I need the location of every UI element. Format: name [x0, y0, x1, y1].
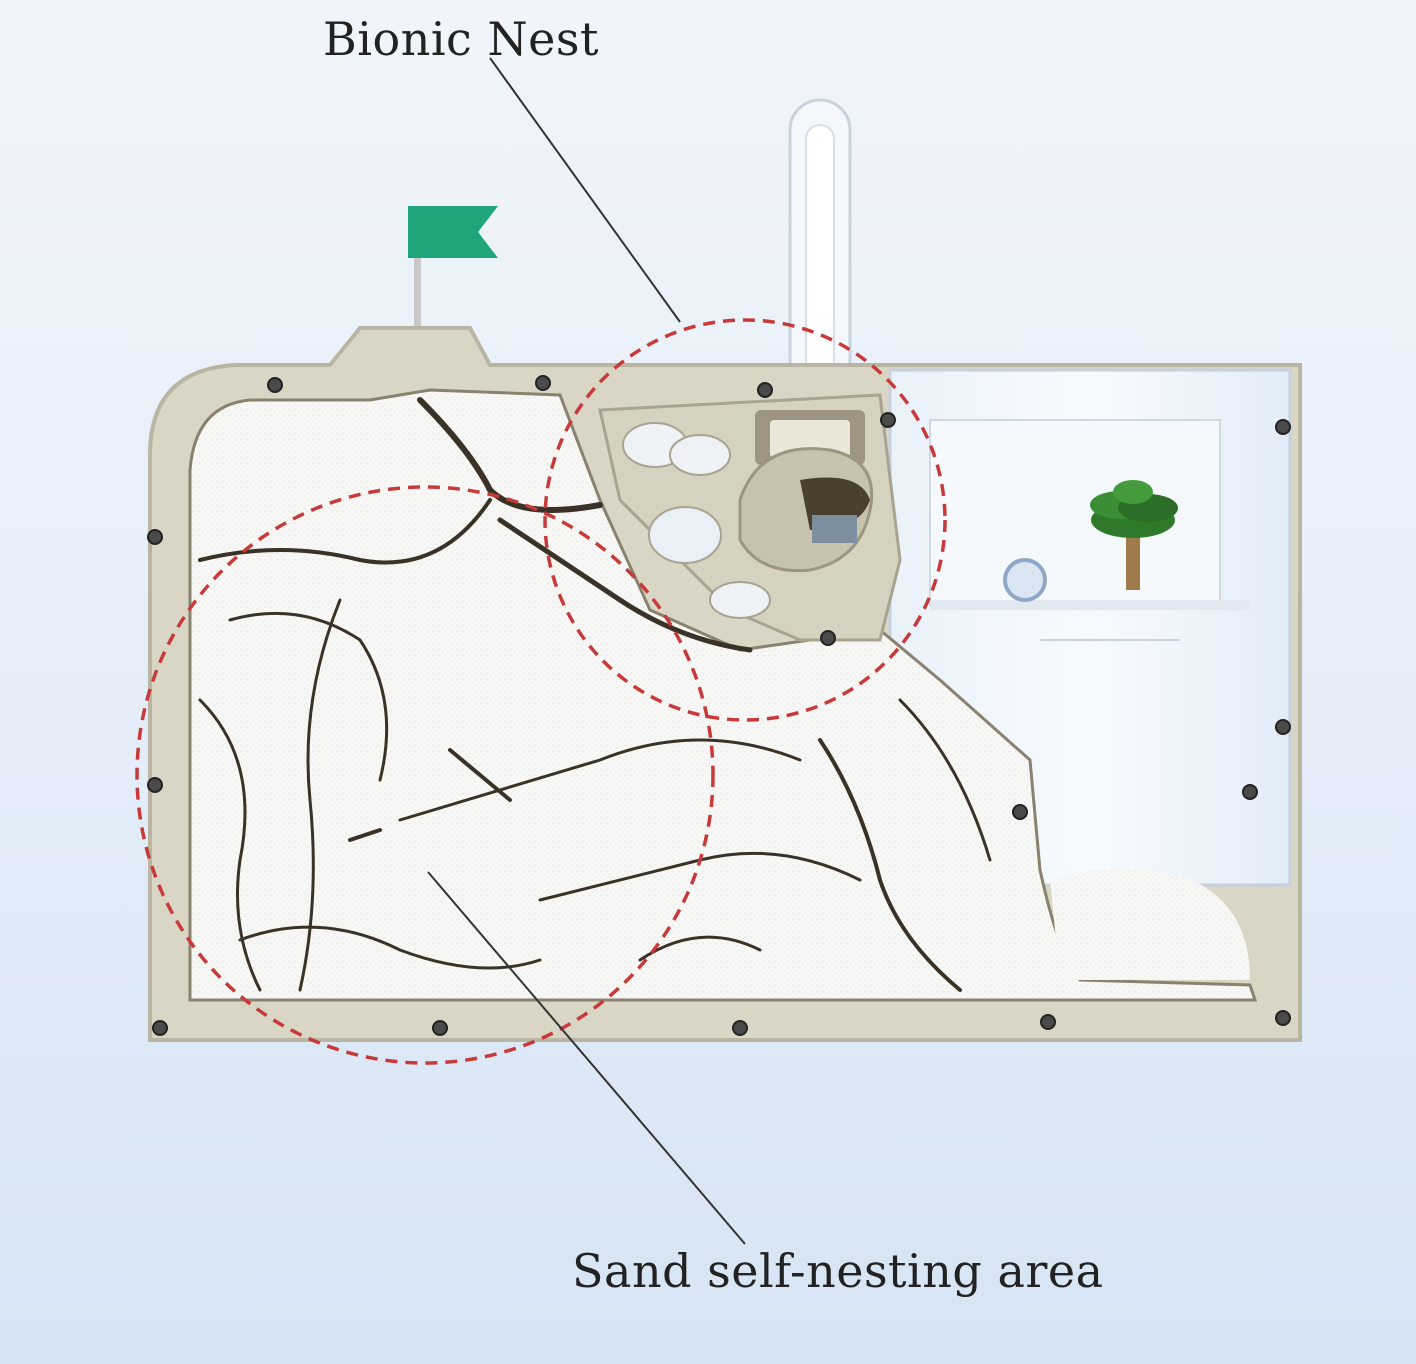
screw-icon: [1275, 719, 1291, 735]
screw-icon: [757, 382, 773, 398]
screw-icon: [732, 1020, 748, 1036]
screw-icon: [1242, 784, 1258, 800]
screw-icon: [1275, 1010, 1291, 1026]
screw-icon: [152, 1020, 168, 1036]
bionic-nest-highlight: [543, 318, 947, 722]
screw-icon: [535, 375, 551, 391]
bionic-nest-chambers: [598, 393, 902, 642]
highlight-circles: [135, 318, 947, 1065]
screw-icon: [880, 412, 896, 428]
screw-icon: [1275, 419, 1291, 435]
screw-icon: [147, 529, 163, 545]
flag-icon: [408, 206, 498, 335]
water-tube-icon: [788, 98, 852, 402]
screw-icon: [267, 377, 283, 393]
screw-icon: [432, 1020, 448, 1036]
palm-tree-icon: [1090, 480, 1178, 590]
screws: [147, 375, 1291, 1036]
tunnel-network: [198, 397, 992, 992]
screw-icon: [147, 777, 163, 793]
screw-icon: [820, 630, 836, 646]
leader-lines: [427, 57, 746, 1245]
screw-icon: [1040, 1014, 1056, 1030]
sand-area-highlight: [135, 485, 715, 1065]
screw-icon: [1012, 804, 1028, 820]
sand-area-label: Sand self-nesting area: [572, 1244, 1104, 1298]
bionic-nest-label: Bionic Nest: [323, 12, 599, 66]
